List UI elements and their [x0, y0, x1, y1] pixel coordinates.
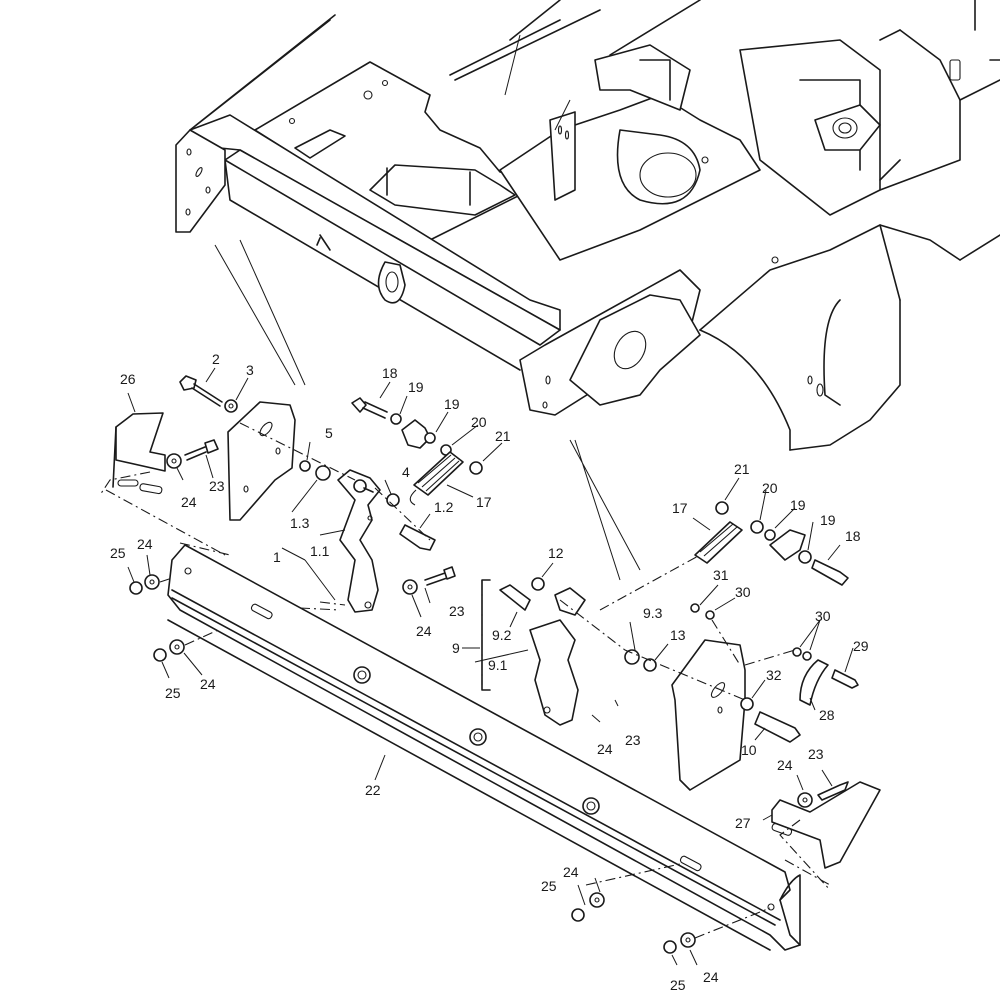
callout-23: 23	[808, 746, 824, 762]
front-guard-22	[167, 542, 801, 954]
callout-13: 13	[670, 627, 686, 643]
callout-28: 28	[819, 707, 835, 723]
callout-3: 3	[246, 362, 254, 378]
tractor-frame	[175, 0, 1000, 581]
callout-27: 27	[735, 815, 751, 831]
callout-19: 19	[408, 379, 424, 395]
callout-1: 1	[273, 549, 281, 565]
callout-32: 32	[766, 667, 782, 683]
callout-19: 19	[820, 512, 836, 528]
callout-24: 24	[416, 623, 432, 639]
callout-23: 23	[209, 478, 225, 494]
callout-20: 20	[762, 480, 778, 496]
callout-24: 24	[137, 536, 153, 552]
callout-1-2: 1.2	[434, 499, 454, 515]
callout-12: 12	[548, 545, 564, 561]
callout-30: 30	[735, 584, 751, 600]
callout-labels: 26 2 3 24 23 5 1.3 4 1.2 1.1 1 18 19 19 …	[110, 351, 869, 993]
callout-25: 25	[541, 878, 557, 894]
callout-4: 4	[402, 464, 410, 480]
callout-5: 5	[325, 425, 333, 441]
callout-26: 26	[120, 371, 136, 387]
callout-24: 24	[563, 864, 579, 880]
callout-25: 25	[670, 977, 686, 993]
callout-2: 2	[212, 351, 220, 367]
left-lift-bracket-group	[99, 375, 483, 662]
callout-17: 17	[672, 500, 688, 516]
callout-24: 24	[703, 969, 719, 985]
callout-23: 23	[625, 732, 641, 748]
callout-24: 24	[777, 757, 793, 773]
callout-9-2: 9.2	[492, 627, 512, 643]
callout-17: 17	[476, 494, 492, 510]
callout-19: 19	[444, 396, 460, 412]
callout-18: 18	[845, 528, 861, 544]
callout-30: 30	[815, 608, 831, 624]
callout-9: 9	[452, 640, 460, 656]
callout-19: 19	[790, 497, 806, 513]
callout-24: 24	[597, 741, 613, 757]
callout-9-3: 9.3	[643, 605, 663, 621]
callout-leaders	[127, 367, 854, 966]
callout-25: 25	[165, 685, 181, 701]
callout-9-1: 9.1	[488, 657, 508, 673]
callout-29: 29	[853, 638, 869, 654]
callout-1-1: 1.1	[310, 543, 330, 559]
callout-24: 24	[200, 676, 216, 692]
callout-21: 21	[734, 461, 750, 477]
callout-21: 21	[495, 428, 511, 444]
callout-1-3: 1.3	[290, 515, 310, 531]
callout-20: 20	[471, 414, 487, 430]
callout-18: 18	[382, 365, 398, 381]
callout-23: 23	[449, 603, 465, 619]
callout-31: 31	[713, 567, 729, 583]
callout-25: 25	[110, 545, 126, 561]
callout-24: 24	[181, 494, 197, 510]
callout-10: 10	[741, 742, 757, 758]
right-lift-bracket-group	[481, 501, 881, 891]
callout-22: 22	[365, 782, 381, 798]
